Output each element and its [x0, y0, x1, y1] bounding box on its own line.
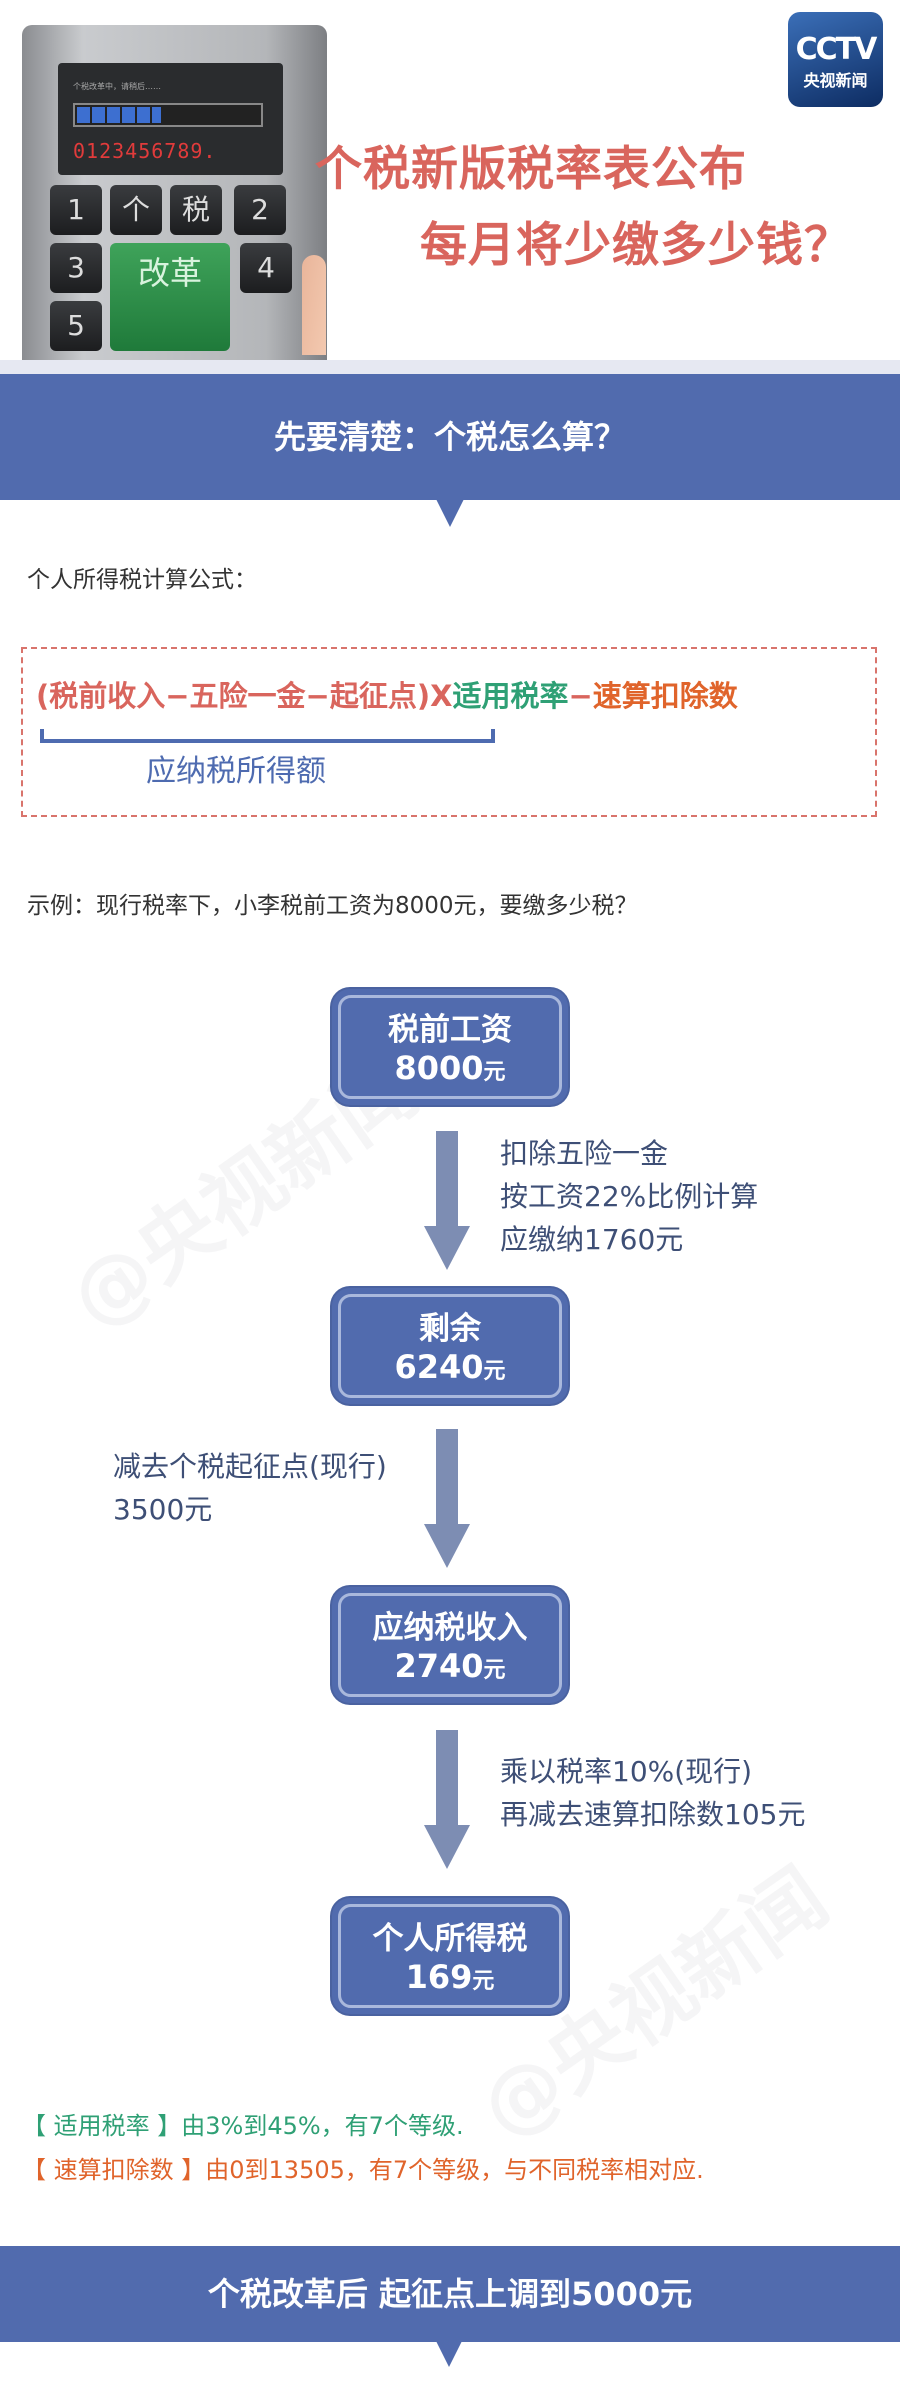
divider-band: [0, 360, 900, 374]
flow-box-taxable: 应纳税收入 2740元: [332, 1587, 568, 1703]
box-title: 个人所得税: [372, 1921, 528, 1957]
box-amount: 6240: [394, 1348, 484, 1386]
step-line: 乘以税率10%(现行): [500, 1755, 753, 1788]
step-1-text: 扣除五险一金 按工资22%比例计算 应缴纳1760元: [500, 1132, 758, 1261]
finger-illustration: [302, 255, 326, 355]
arrow-down-icon: [424, 1131, 470, 1270]
hero-image: 个税改革中，请稍后…… 0123456789. 1 个 税 2 3 4 5 改革…: [0, 0, 900, 360]
box-title: 剩余: [419, 1311, 481, 1347]
key: 4: [240, 243, 292, 293]
section-banner-how-to-calc: 先要清楚：个税怎么算？: [0, 374, 900, 500]
key: 1: [50, 185, 102, 235]
box-unit: 元: [483, 1060, 506, 1085]
formula-taxable-part: (税前收入−五险一金−起征点)X: [36, 679, 453, 713]
flow-box-remaining: 剩余 6240元: [332, 1288, 568, 1404]
calculator-illustration: 个税改革中，请稍后…… 0123456789. 1 个 税 2 3 4 5 改革: [22, 25, 327, 360]
banner-pointer: [436, 2341, 462, 2367]
box-unit: 元: [483, 1658, 506, 1683]
box-amount: 2740: [394, 1647, 484, 1685]
formula-box: (税前收入−五险一金−起征点)X适用税率−速算扣除数 应纳税所得额: [21, 647, 877, 817]
deduction-note: 【 速算扣除数 】由0到13505，有7个等级，与不同税率相对应.: [22, 2150, 704, 2185]
step-line: 减去个税起征点(现行): [113, 1450, 387, 1483]
logo-text: CCTV: [795, 32, 878, 67]
cctv-news-logo: CCTV 央视新闻: [788, 12, 883, 107]
screen-message: 个税改革中，请稍后……: [73, 82, 161, 91]
formula-deduction: 速算扣除数: [592, 679, 738, 713]
deduction-text: 由0到13505，有7个等级，与不同税率相对应.: [205, 2156, 704, 2184]
rate-note: 【 适用税率 】由3%到45%，有7个等级.: [22, 2106, 464, 2141]
key: 2: [234, 185, 286, 235]
arrow-down-icon: [424, 1730, 470, 1869]
step-line: 应缴纳1760元: [500, 1223, 684, 1256]
key: 个: [110, 185, 162, 235]
reform-key: 改革: [110, 243, 230, 351]
deduction-tag: 【 速算扣除数 】: [22, 2156, 206, 2184]
step-line: 3500元: [113, 1493, 213, 1526]
key: 3: [50, 243, 102, 293]
rate-tag: 【 适用税率 】: [22, 2112, 182, 2140]
progress-bar: [73, 103, 263, 127]
step-line: 扣除五险一金: [500, 1137, 669, 1170]
flow-box-pretax: 税前工资 8000元: [332, 989, 568, 1105]
box-title: 税前工资: [388, 1012, 512, 1048]
step-3-text: 乘以税率10%(现行) 再减去速算扣除数105元: [500, 1750, 805, 1836]
taxable-income-label: 应纳税所得额: [146, 754, 326, 789]
key: 5: [50, 301, 102, 351]
box-unit: 元: [483, 1359, 506, 1384]
banner-pointer: [436, 499, 464, 527]
formula-label: 个人所得税计算公式：: [27, 567, 257, 593]
box-title: 应纳税收入: [372, 1610, 528, 1646]
formula: (税前收入−五险一金−起征点)X适用税率−速算扣除数: [36, 673, 738, 715]
headline-line2: 每月将少缴多少钱？: [420, 218, 852, 273]
step-line: 再减去速算扣除数105元: [500, 1798, 806, 1831]
section-banner-reform: 个税改革后 起征点上调到5000元: [0, 2246, 900, 2342]
step-line: 按工资22%比例计算: [500, 1180, 759, 1213]
underbrace: [40, 729, 495, 743]
flow-box-income-tax: 个人所得税 169元: [332, 1898, 568, 2014]
formula-rate: 适用税率: [452, 679, 569, 713]
arrow-down-icon: [424, 1429, 470, 1568]
logo-subtext: 央视新闻: [803, 71, 868, 90]
formula-minus: −: [568, 679, 593, 713]
key: 税: [170, 185, 222, 235]
calculator-screen: 个税改革中，请稍后…… 0123456789.: [58, 63, 283, 175]
step-2-text: 减去个税起征点(现行) 3500元: [113, 1445, 387, 1531]
box-amount: 169: [405, 1958, 473, 1996]
screen-digits: 0123456789.: [73, 139, 217, 163]
headline-line1: 个税新版税率表公布: [315, 142, 747, 197]
rate-text: 由3%到45%，有7个等级.: [181, 2112, 464, 2140]
box-unit: 元: [472, 1969, 495, 1994]
example-question: 示例：现行税率下，小李税前工资为8000元，要缴多少税？: [27, 893, 638, 919]
box-amount: 8000: [394, 1049, 484, 1087]
